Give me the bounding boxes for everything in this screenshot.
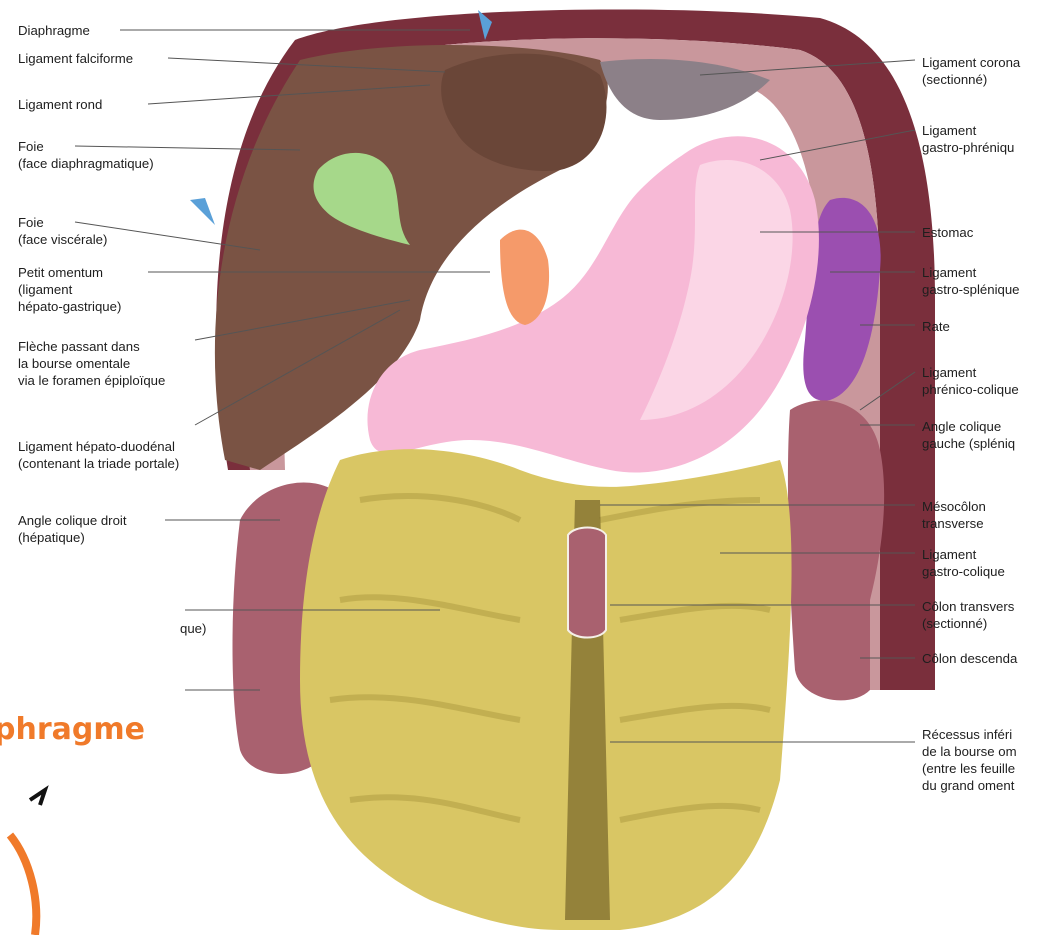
label-ligament-rond: Ligament rond bbox=[18, 96, 102, 113]
label-colon-transverse: Côlon transvers(sectionné) bbox=[922, 598, 1014, 632]
label-diaphragme: Diaphragme bbox=[18, 22, 90, 39]
label-foie-diaphragmatique: Foie(face diaphragmatique) bbox=[18, 138, 154, 172]
omentum bbox=[300, 449, 792, 930]
overlay-curve bbox=[10, 835, 36, 935]
label-ligament-hepato-duodenal: Ligament hépato-duodénal(contenant la tr… bbox=[18, 438, 179, 472]
transverse-colon-section bbox=[568, 528, 606, 638]
label-angle-colique-droit: Angle colique droit(hépatique) bbox=[18, 512, 127, 546]
overlay-pointer bbox=[30, 790, 45, 805]
pancreas bbox=[500, 230, 549, 325]
label-partial-left: que) bbox=[180, 620, 206, 637]
label-ligament-falciforme: Ligament falciforme bbox=[18, 50, 133, 67]
label-colon-descendant: Côlon descenda bbox=[922, 650, 1017, 667]
label-rate: Rate bbox=[922, 318, 950, 335]
label-estomac: Estomac bbox=[922, 224, 973, 241]
arrow-left bbox=[190, 198, 215, 225]
label-ligament-coronaire: Ligament corona(sectionné) bbox=[922, 54, 1020, 88]
overlay-word: phragme bbox=[0, 712, 145, 747]
colon-left bbox=[788, 400, 884, 700]
label-foie-viscerale: Foie(face viscérale) bbox=[18, 214, 107, 248]
